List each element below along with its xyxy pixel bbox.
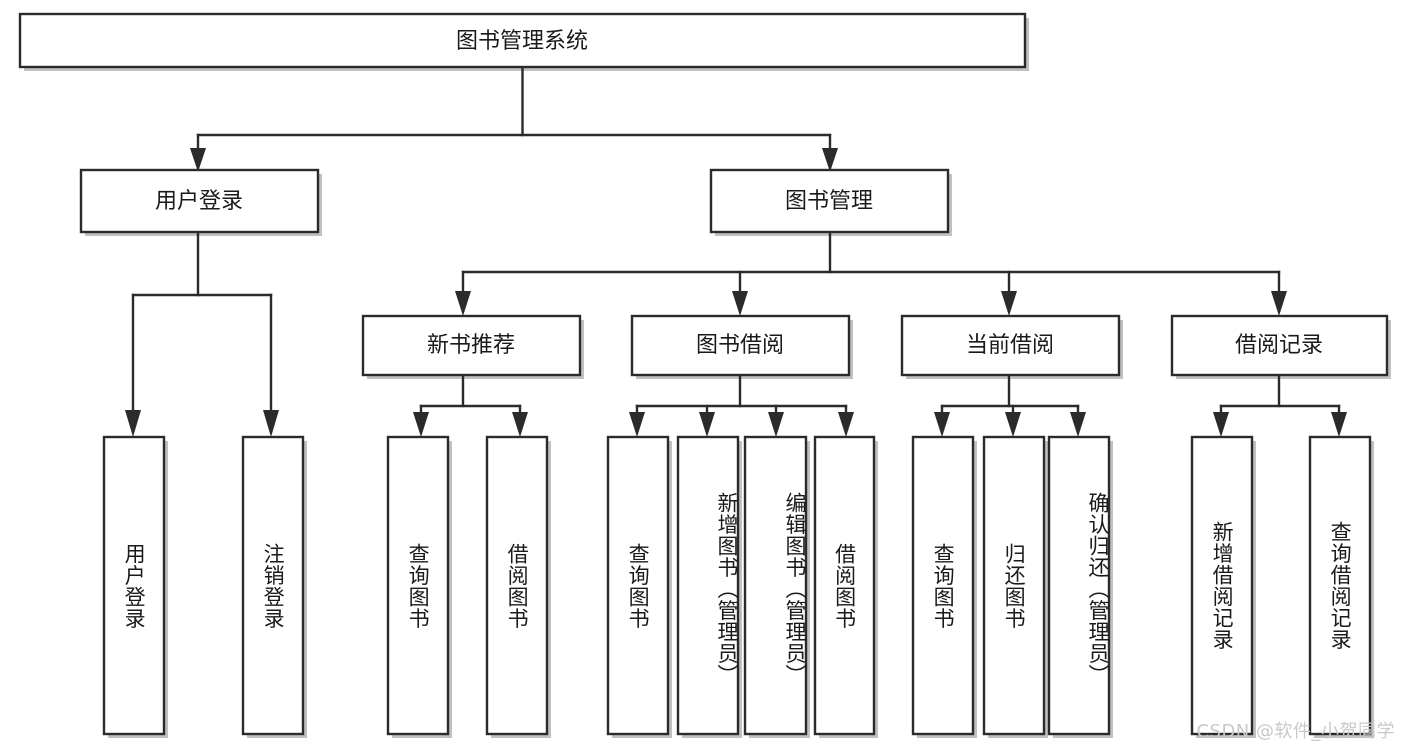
- node-leaf-edit-book[interactable]: [743, 435, 808, 736]
- label-root: 图书管理系统: [456, 29, 588, 54]
- csdn-watermark: CSDN @软件_小贺同学: [1196, 721, 1395, 742]
- node-leaf-add-book[interactable]: [676, 435, 740, 736]
- node-borrow-record[interactable]: [1170, 314, 1389, 377]
- node-user-login[interactable]: [79, 168, 320, 234]
- node-current-borrow[interactable]: [900, 314, 1121, 377]
- arrowhead-leaf-2: [413, 412, 429, 437]
- node-book-borrow[interactable]: [630, 314, 851, 377]
- node-new-book-rec[interactable]: [361, 314, 582, 377]
- node-labels-horizontal: 图书管理系统 用户登录 图书管理 新书推荐 图书借阅 当前借阅 借阅记录: [155, 29, 1323, 358]
- arrowhead-user-login: [190, 148, 206, 172]
- label-new-book-rec: 新书推荐: [427, 333, 515, 358]
- arrowhead-book-borrow: [732, 291, 748, 316]
- node-boxes: [18, 12, 1389, 736]
- arrowhead-leaf-3: [512, 412, 528, 437]
- node-leaf-add-record[interactable]: [1190, 435, 1254, 736]
- node-leaf-borrow-book-2[interactable]: [813, 435, 876, 736]
- node-leaf-return-book[interactable]: [982, 435, 1046, 736]
- arrowhead-book-manage: [822, 148, 838, 172]
- arrowhead-leaf-10: [1070, 412, 1086, 437]
- arrowhead-leaf-1: [263, 410, 279, 437]
- node-leaf-query-book-2[interactable]: [606, 435, 670, 736]
- node-leaf-user-logout[interactable]: [241, 435, 305, 736]
- label-current-borrow: 当前借阅: [966, 333, 1054, 358]
- arrowhead-borrow-record: [1271, 291, 1287, 316]
- arrowhead-leaf-12: [1331, 412, 1347, 437]
- label-book-manage: 图书管理: [785, 189, 873, 214]
- arrowhead-leaf-0: [125, 410, 141, 437]
- arrowhead-leaf-6: [768, 412, 784, 437]
- arrowhead-leaf-11: [1213, 412, 1229, 437]
- node-leaf-query-book-1[interactable]: [386, 435, 450, 736]
- arrowhead-leaf-5: [699, 412, 715, 437]
- node-leaf-confirm-return[interactable]: [1047, 435, 1111, 736]
- arrowhead-leaf-4: [629, 412, 645, 437]
- arrowhead-current-borrow: [1001, 291, 1017, 316]
- label-book-borrow: 图书借阅: [696, 333, 784, 358]
- node-root[interactable]: [18, 12, 1027, 69]
- node-leaf-query-record[interactable]: [1308, 435, 1372, 736]
- node-leaf-query-book-3[interactable]: [911, 435, 975, 736]
- node-book-manage[interactable]: [709, 168, 950, 234]
- arrowhead-leaf-9: [1005, 412, 1021, 437]
- label-user-login: 用户登录: [155, 189, 243, 214]
- node-leaf-user-login[interactable]: [102, 435, 166, 736]
- arrowhead-new-book-rec: [455, 291, 471, 316]
- arrowhead-leaf-8: [934, 412, 950, 437]
- connectors: [125, 65, 1347, 437]
- label-borrow-record: 借阅记录: [1235, 333, 1323, 358]
- arrowhead-leaf-7: [838, 412, 854, 437]
- node-leaf-borrow-book-1[interactable]: [485, 435, 549, 736]
